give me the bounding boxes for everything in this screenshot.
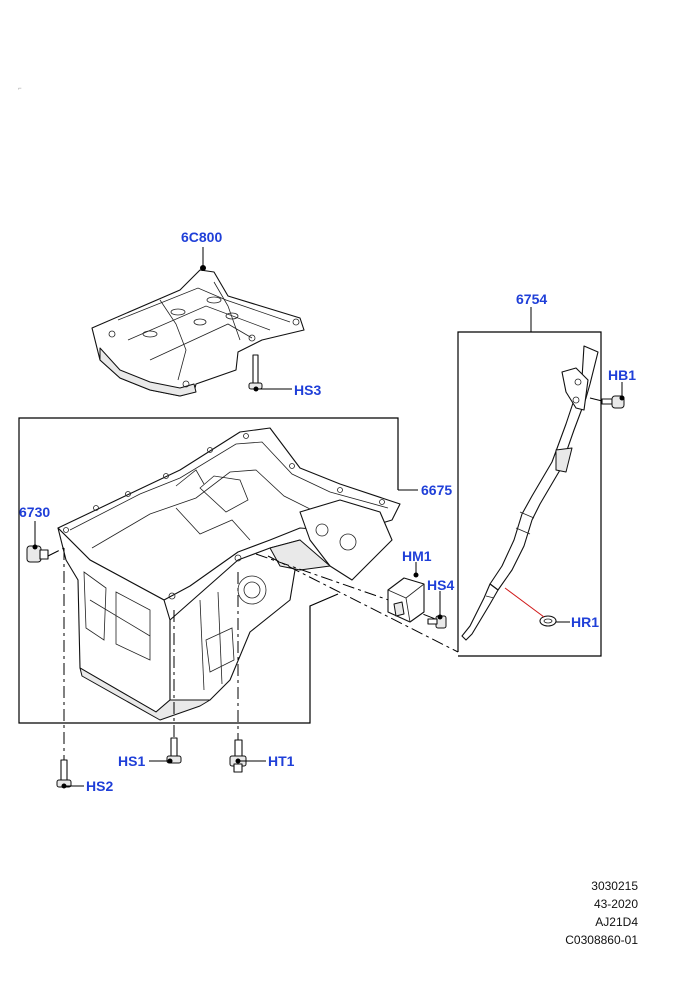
screw-hs1[interactable] <box>166 737 182 764</box>
dipstick-tube-6754[interactable] <box>461 345 599 641</box>
baffle-6c800[interactable] <box>91 265 305 397</box>
screw-hs4[interactable] <box>427 614 447 629</box>
dipstick-frame <box>457 331 602 657</box>
reference-line-1: 3030215 <box>591 879 638 893</box>
reference-line-3: AJ21D4 <box>595 915 638 929</box>
drain-plug-6730[interactable] <box>26 544 49 563</box>
oil-pan-frame <box>18 417 399 724</box>
callout-6730[interactable]: 6730 <box>19 504 50 520</box>
oring-hr1[interactable] <box>539 615 557 627</box>
bolt-hb1[interactable] <box>601 395 625 409</box>
bolt-ht1[interactable] <box>229 739 247 773</box>
corner-mark: ⌐ <box>18 86 22 92</box>
callout-hb1[interactable]: HB1 <box>608 367 636 383</box>
oring-red-line <box>504 587 545 618</box>
callout-hr1[interactable]: HR1 <box>571 614 599 630</box>
callout-ht1[interactable]: HT1 <box>268 753 295 769</box>
mount-hm1[interactable] <box>387 572 425 623</box>
screw-hs2[interactable] <box>56 759 72 789</box>
reference-line-4: C0308860-01 <box>565 933 638 947</box>
oil-pan-6675[interactable] <box>57 427 401 721</box>
callout-6c800[interactable]: 6C800 <box>181 229 222 245</box>
callout-6675[interactable]: 6675 <box>421 482 452 498</box>
callout-hs2[interactable]: HS2 <box>86 778 113 794</box>
callout-hs3[interactable]: HS3 <box>294 382 321 398</box>
callout-hs4[interactable]: HS4 <box>427 577 454 593</box>
callout-hs1[interactable]: HS1 <box>118 753 145 769</box>
reference-block: 3030215 43-2020 AJ21D4 C0308860-01 <box>565 877 638 949</box>
screw-hs3[interactable] <box>248 354 263 392</box>
callout-6754[interactable]: 6754 <box>516 291 547 307</box>
callout-hm1[interactable]: HM1 <box>402 548 432 564</box>
reference-line-2: 43-2020 <box>593 897 638 911</box>
